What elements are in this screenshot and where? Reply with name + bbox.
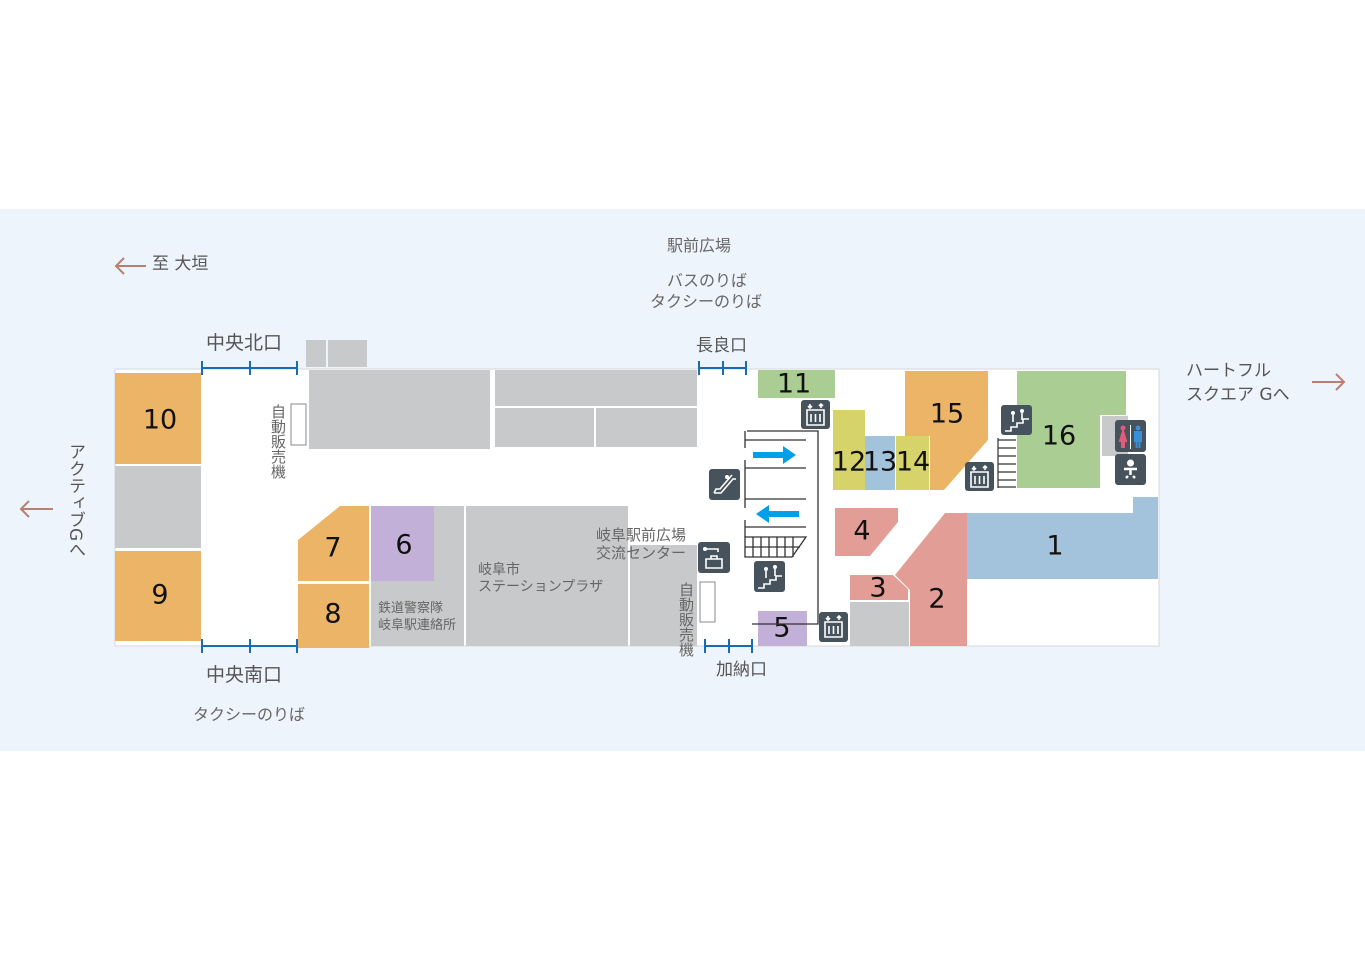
exchange-center-label: 岐阜駅前広場 <box>596 526 686 544</box>
shop-14[interactable] <box>896 436 929 490</box>
station-plaza-label: 岐阜市 <box>478 561 520 578</box>
escalator-area <box>744 430 819 625</box>
elevator-icon <box>965 462 994 491</box>
shop-number-6: 6 <box>395 530 412 561</box>
shop-number-14: 14 <box>896 447 930 478</box>
taxi-stop-north-label: タクシーのりば <box>650 292 762 311</box>
central-south-exit-label: 中央南口 <box>206 664 282 686</box>
vending-machine <box>290 403 307 446</box>
escalator-direction-arrows <box>753 446 799 523</box>
shop-2[interactable] <box>895 513 967 646</box>
active-g-label: アクティブGへ <box>65 443 85 558</box>
shop-number-10: 10 <box>143 405 177 436</box>
kano-exit-label: 加納口 <box>716 660 767 680</box>
arrow-left-icon <box>19 500 53 518</box>
shop-number-1: 1 <box>1046 531 1063 562</box>
central-south-gate <box>201 639 298 653</box>
heartful-square-label-2: スクエア Gへ <box>1186 385 1290 405</box>
to-ogaki-label: 至 大垣 <box>152 254 208 274</box>
shop-number-5: 5 <box>773 613 790 644</box>
shop-number-3: 3 <box>869 573 886 604</box>
shop-number-11: 11 <box>777 369 811 400</box>
bus-stop-label: バスのりば <box>667 271 747 290</box>
shop-number-4: 4 <box>853 516 870 547</box>
shop-15[interactable] <box>905 371 988 490</box>
arrow-right-icon <box>1312 373 1346 391</box>
shop-5[interactable] <box>758 611 807 646</box>
railway-police-label: 鉄道警察隊 <box>378 600 443 616</box>
shop-7[interactable] <box>298 506 369 581</box>
baby-care-icon <box>1115 454 1146 485</box>
ekimae-plaza-label: 駅前広場 <box>667 236 731 255</box>
vending-machine-label-2: 自動販売機 <box>677 582 695 658</box>
shop-number-12: 12 <box>832 447 866 478</box>
central-north-gate <box>201 361 298 375</box>
vending-machine <box>699 581 716 623</box>
elevator-icon <box>819 612 848 642</box>
restroom-icon <box>1115 420 1146 452</box>
shop-number-15: 15 <box>930 399 964 430</box>
shop-10[interactable] <box>115 373 201 464</box>
stairs-icon <box>754 561 785 592</box>
shop-number-2: 2 <box>928 584 945 615</box>
vending-machine-label: 自動販売機 <box>269 404 287 480</box>
railway-police-label-2: 岐阜駅連絡所 <box>378 617 456 633</box>
station-plaza-label-2: ステーションプラザ <box>478 579 603 595</box>
taxi-stop-south-label: タクシーのりば <box>193 705 305 724</box>
elevator-icon <box>801 400 830 429</box>
shop-13[interactable] <box>865 436 895 490</box>
shop-1[interactable] <box>953 497 1158 579</box>
stairs <box>997 438 1016 488</box>
shop-number-7: 7 <box>324 533 341 564</box>
shop-16[interactable] <box>1017 371 1126 488</box>
exchange-center-label-2: 交流センター <box>596 544 686 562</box>
shop-12[interactable] <box>833 410 865 490</box>
shop-4[interactable] <box>835 508 898 556</box>
shop-number-9: 9 <box>151 580 168 611</box>
shop-number-16: 16 <box>1042 421 1076 452</box>
nagara-gate <box>698 361 747 375</box>
stairs-icon <box>1001 405 1032 435</box>
shop-number-13: 13 <box>863 447 897 478</box>
central-north-exit-label: 中央北口 <box>206 332 282 354</box>
shop-8[interactable] <box>298 584 369 648</box>
shop-number-8: 8 <box>324 599 341 630</box>
kano-gate <box>704 639 753 653</box>
shop-11[interactable] <box>758 370 835 398</box>
heartful-square-label: ハートフル <box>1186 361 1271 381</box>
arrow-left-icon <box>114 257 146 275</box>
shop-3[interactable] <box>850 575 908 600</box>
escalator-icon <box>709 469 740 500</box>
shop-9[interactable] <box>115 551 201 641</box>
shop-6[interactable] <box>371 506 434 581</box>
nagara-exit-label: 長良口 <box>696 336 747 356</box>
coin-locker-icon <box>698 542 730 573</box>
